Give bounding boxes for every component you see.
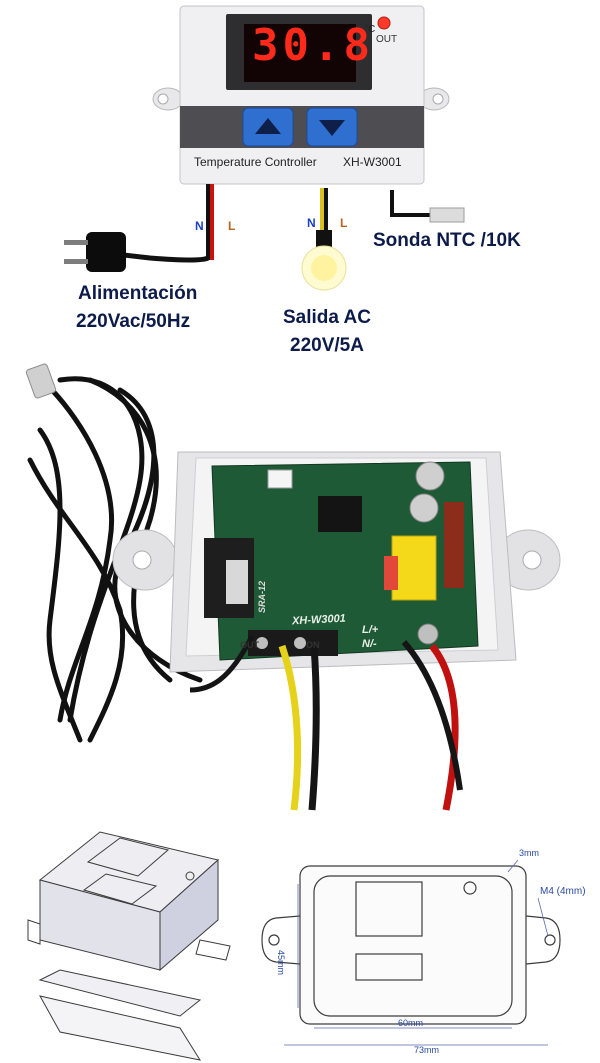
power-label-line1: Alimentación	[78, 283, 198, 304]
terminal-out: OUT	[240, 640, 259, 650]
dim-inner-width: 60mm	[398, 1018, 424, 1028]
relay-label: SRA-12	[257, 580, 268, 614]
controller-diagram: 30.8 °C OUT Temperature Controller XH-W3…	[0, 0, 600, 360]
dim-mount-hole: M4 (4mm)	[540, 886, 586, 897]
output-label-line1: Salida AC	[283, 307, 371, 328]
power-n-label: N	[195, 219, 204, 233]
up-button[interactable]	[243, 108, 293, 146]
sensor-label: Sonda NTC /10K	[373, 230, 521, 251]
out-led-label: OUT	[376, 34, 398, 45]
terminal-on: ON	[306, 640, 320, 650]
board-illustration	[25, 363, 561, 811]
board-photo: XH-W3001 SRA-12 OUT ON L/+ N/-	[0, 360, 600, 820]
controller-illustration	[64, 5, 465, 291]
power-l-label: L	[228, 219, 236, 233]
model-label: Temperature Controller	[194, 155, 317, 169]
dim-corner-radius: 3mm	[519, 848, 539, 858]
drawing-illustration	[27, 831, 561, 1061]
terminal-l: L/+	[362, 624, 379, 636]
dim-outer-width: 73mm	[414, 1045, 440, 1055]
unit-label: °C	[364, 24, 376, 35]
dim-height: 45mm	[276, 950, 286, 976]
output-l-label: L	[340, 216, 348, 230]
model-code: XH-W3001	[343, 155, 402, 169]
down-button[interactable]	[307, 108, 357, 146]
output-label-line2: 220V/5A	[290, 335, 364, 356]
temperature-display: 30.8	[252, 20, 374, 71]
output-n-label: N	[307, 216, 316, 230]
power-label-line2: 220Vac/50Hz	[76, 311, 191, 332]
technical-drawings: 3mm M4 (4mm) 45mm 60mm 73mm	[0, 820, 600, 1063]
terminal-n: N/-	[362, 638, 377, 650]
